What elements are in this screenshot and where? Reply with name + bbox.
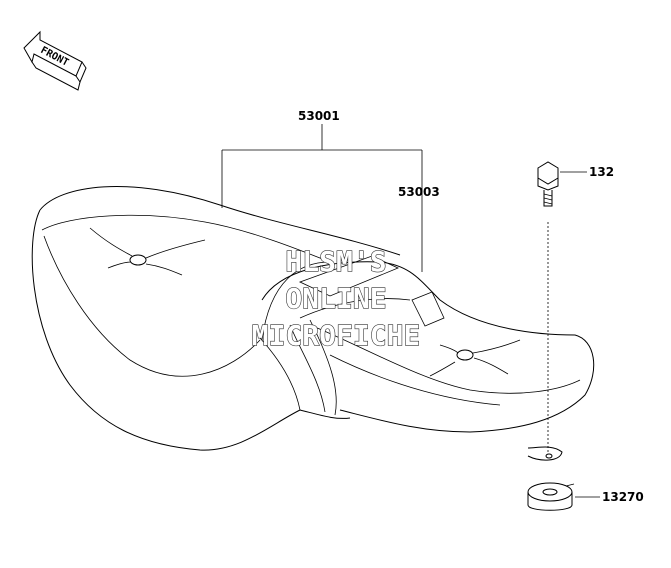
watermark: HLSM'S ONLINE MICROFICHE — [251, 244, 421, 352]
collar-icon — [527, 482, 575, 511]
callout-53001: 53001 — [298, 109, 340, 123]
watermark-line-1: HLSM'S — [285, 245, 386, 278]
callout-13270: 13270 — [602, 490, 644, 504]
watermark-line-2: ONLINE — [285, 282, 386, 315]
callout-132: 132 — [589, 165, 614, 179]
watermark-line-3: MICROFICHE — [252, 319, 421, 352]
seat-drawing — [31, 186, 595, 461]
bolt-icon — [537, 161, 559, 452]
front-arrow-icon: FRONT — [23, 30, 87, 91]
callout-lines — [221, 124, 600, 498]
callout-53003: 53003 — [398, 185, 440, 199]
